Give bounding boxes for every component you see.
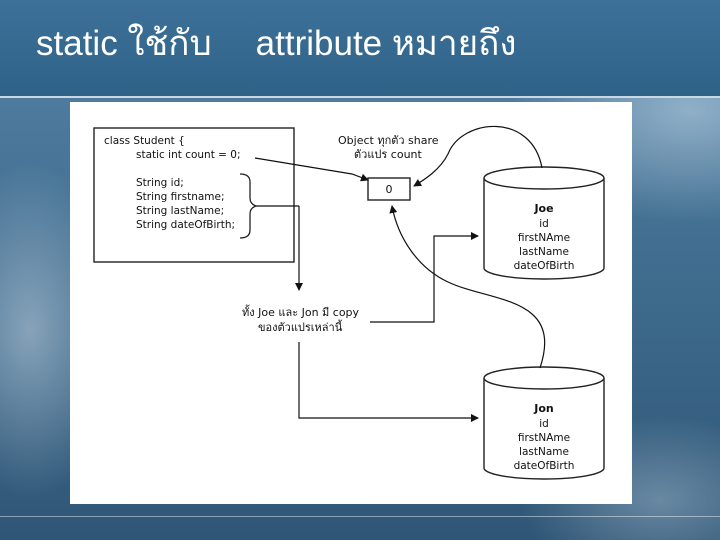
object-jon-cylinder-top <box>483 366 605 390</box>
object-jon-cylinder-body <box>483 378 605 480</box>
diagram-panel: class Student { static int count = 0; St… <box>70 102 632 504</box>
object-joe-field-lastname: lastName <box>519 246 569 258</box>
copy-note-line1: ทั้ง Joe และ Jon มี copy <box>242 304 360 319</box>
object-joe-cylinder-body <box>483 178 605 280</box>
object-jon-field-id: id <box>539 418 549 430</box>
static-attribute-diagram: class Student { static int count = 0; St… <box>93 125 605 480</box>
shared-note-line1: Object ทุกตัว share <box>338 134 439 147</box>
slide-title-part1: static ใช้กับ <box>36 24 212 63</box>
object-jon-field-lastname: lastName <box>519 446 569 458</box>
title-bar: static ใช้กับ attribute หมายถึง <box>0 0 720 98</box>
class-definition-box <box>93 127 295 263</box>
class-line-static-count: static int count = 0; <box>136 149 241 161</box>
class-line-lastname: String lastName; <box>136 205 224 217</box>
object-joe-field-firstname: firstNAme <box>518 232 570 244</box>
count-value: 0 <box>386 183 393 196</box>
object-jon-field-dateofbirth: dateOfBirth <box>514 460 575 472</box>
object-joe-name: Joe <box>533 202 553 215</box>
class-line-id: String id; <box>136 177 184 189</box>
class-line-firstname: String firstname; <box>136 191 225 203</box>
class-line-header: class Student { <box>104 135 185 147</box>
slide-title-part2: attribute หมายถึง <box>255 24 517 63</box>
object-joe-field-dateofbirth: dateOfBirth <box>514 260 575 272</box>
copy-note-line2: ของตัวแปรเหล่านี้ <box>258 319 343 334</box>
object-jon-field-firstname: firstNAme <box>518 432 570 444</box>
jon-to-count-arrow <box>389 205 546 369</box>
joe-to-count-arrow <box>413 125 543 187</box>
shared-note-line2: ตัวแปร count <box>354 148 423 161</box>
note-to-joe-arrow <box>370 232 479 323</box>
object-joe-cylinder-top <box>483 166 605 190</box>
static-count-arrow <box>254 157 369 182</box>
note-to-jon-arrow <box>298 342 479 422</box>
bottom-divider <box>0 516 720 517</box>
count-value-box <box>367 177 411 201</box>
slide-title: static ใช้กับ attribute หมายถึง <box>36 20 696 70</box>
class-line-dateofbirth: String dateOfBirth; <box>136 219 235 231</box>
object-jon-name: Jon <box>533 402 553 415</box>
object-joe-field-id: id <box>539 218 549 230</box>
